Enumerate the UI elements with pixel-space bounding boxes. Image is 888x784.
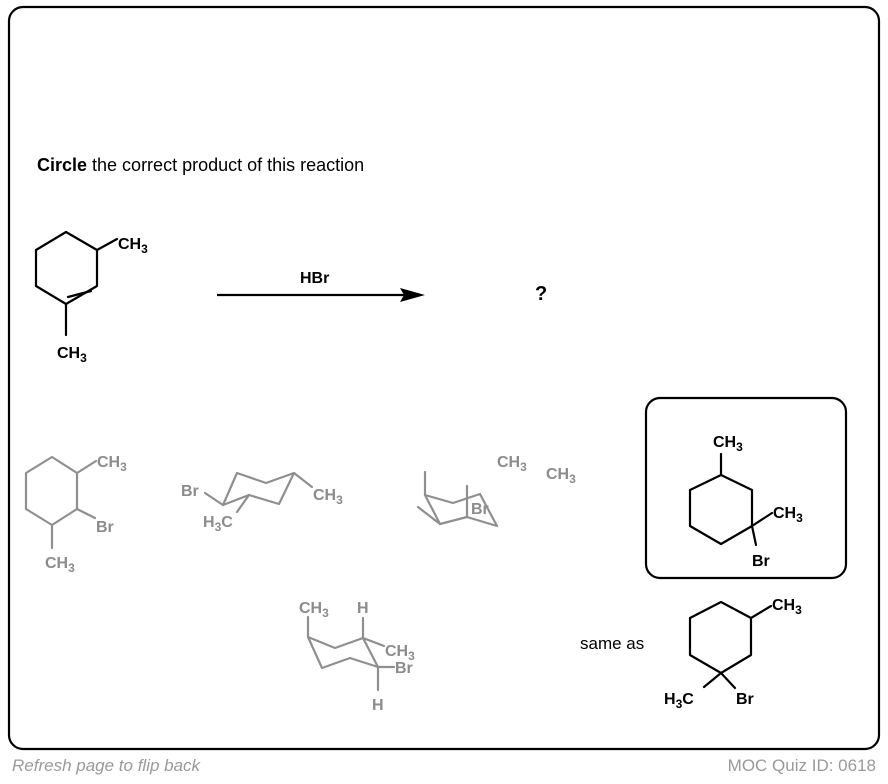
atom-label: CH3 bbox=[299, 600, 329, 620]
chair-bonds bbox=[221, 471, 296, 507]
reaction-arrow: HBr bbox=[217, 270, 425, 302]
atom-label: H bbox=[372, 697, 384, 714]
reagent-label: HBr bbox=[300, 270, 329, 287]
bond bbox=[95, 237, 119, 252]
answer-option-3[interactable]: CH3 CH3 Br bbox=[416, 454, 576, 528]
ring-bonds bbox=[34, 230, 99, 306]
bond bbox=[361, 636, 386, 648]
bond bbox=[750, 511, 774, 528]
bond bbox=[750, 524, 758, 547]
atom-label: CH3 bbox=[97, 454, 127, 474]
reactant-structure: CH3 CH3 bbox=[34, 230, 148, 365]
methyl-label: CH3 bbox=[57, 345, 87, 365]
answer-option-2[interactable]: Br CH3 H3C bbox=[181, 471, 343, 534]
bond bbox=[416, 505, 442, 526]
methyl-label: CH3 bbox=[118, 236, 148, 256]
atom-label: Br bbox=[181, 483, 199, 500]
ring-bonds bbox=[24, 455, 79, 527]
atom-label: CH3 bbox=[773, 505, 803, 525]
refresh-hint: Refresh page to flip back bbox=[12, 756, 201, 775]
atom-label: H bbox=[357, 600, 369, 617]
arrow-head-icon bbox=[400, 288, 425, 302]
ring-bonds bbox=[688, 600, 753, 675]
atom-label: H3C bbox=[203, 514, 233, 534]
atom-label: CH3 bbox=[713, 434, 743, 454]
double-bond bbox=[66, 289, 93, 299]
correct-answer-box bbox=[644, 396, 848, 580]
quiz-id: MOC Quiz ID: 0618 bbox=[727, 756, 876, 775]
atom-label: Br bbox=[736, 691, 754, 708]
answer-option-5[interactable]: CH3 H CH3 Br H bbox=[299, 600, 415, 714]
answer-option-4-correct[interactable]: CH3 CH3 Br bbox=[644, 396, 848, 580]
atom-label: CH3 bbox=[546, 466, 576, 486]
unknown-product: ? bbox=[535, 283, 547, 305]
bond bbox=[75, 507, 97, 520]
bond bbox=[702, 671, 723, 689]
same-as-label: same as bbox=[580, 634, 644, 653]
bond bbox=[235, 493, 251, 514]
atom-label: CH3 bbox=[497, 454, 527, 474]
bond bbox=[292, 471, 314, 489]
atom-label: CH3 bbox=[385, 643, 415, 663]
question-prompt: Circle the correct product of this react… bbox=[37, 155, 364, 175]
answer-option-1[interactable]: CH3 Br CH3 bbox=[24, 454, 127, 575]
chair-bonds bbox=[306, 635, 380, 670]
atom-label: CH3 bbox=[313, 487, 343, 507]
bond bbox=[749, 604, 773, 620]
card-border bbox=[7, 5, 881, 751]
ring-bonds bbox=[688, 473, 754, 546]
bond bbox=[75, 459, 98, 475]
atom-label: Br bbox=[471, 501, 489, 518]
equivalent-structure: same as CH3 H3C Br bbox=[580, 597, 802, 711]
bond bbox=[203, 491, 225, 507]
atom-label: Br bbox=[395, 660, 413, 677]
atom-label: Br bbox=[96, 519, 114, 536]
atom-label: CH3 bbox=[772, 597, 802, 617]
atom-label: CH3 bbox=[45, 555, 75, 575]
atom-label: Br bbox=[752, 553, 770, 570]
atom-label: H3C bbox=[664, 691, 694, 711]
bond bbox=[719, 671, 737, 690]
